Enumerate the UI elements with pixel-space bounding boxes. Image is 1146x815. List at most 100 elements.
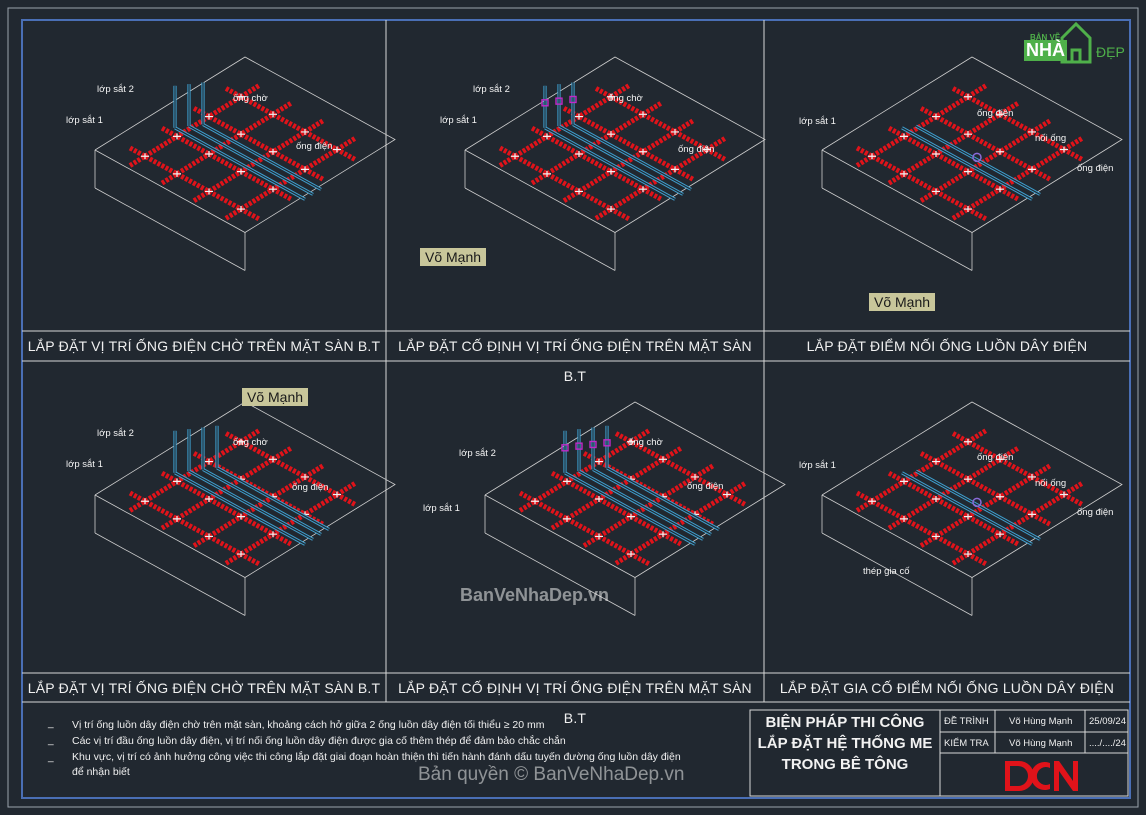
tie-wire xyxy=(1028,166,1036,173)
label-lop-sat-2: lớp sắt 2 xyxy=(459,448,496,459)
rebar-bar xyxy=(594,135,728,221)
fixing-clip xyxy=(575,442,583,450)
tie-wire xyxy=(173,478,181,485)
conduit-core xyxy=(202,123,322,190)
conduit-core xyxy=(558,125,684,195)
title-block-date: 25/09/24 xyxy=(1089,716,1126,727)
tie-wire xyxy=(333,146,341,153)
tie-wire xyxy=(563,478,571,485)
rebar-bar xyxy=(498,82,632,168)
tie-wire xyxy=(996,148,1004,155)
rebar-bar xyxy=(530,125,664,202)
tie-wire xyxy=(868,498,876,505)
rebar-bar xyxy=(562,106,696,183)
rebar-bar xyxy=(855,427,989,513)
tie-wire xyxy=(639,148,647,155)
tie-wire xyxy=(1060,491,1068,498)
slab-edge xyxy=(464,187,616,271)
tie-wire xyxy=(964,206,972,213)
tie-wire xyxy=(703,146,711,153)
tie-wire xyxy=(173,170,181,177)
tie-wire xyxy=(141,153,149,160)
rebar-bar xyxy=(887,470,1021,547)
rebar-bar xyxy=(919,106,1053,183)
brand-logo-side: ĐẸP xyxy=(1096,44,1125,60)
tie-wire xyxy=(639,111,647,118)
label-lop-sat-2: lớp sắt 2 xyxy=(473,84,510,95)
rebar-bar xyxy=(160,125,294,202)
tie-wire xyxy=(301,166,309,173)
tie-wire xyxy=(996,456,1004,463)
tie-wire xyxy=(575,188,583,195)
title-block-name: Võ Hùng Mạnh xyxy=(1009,716,1073,727)
tie-wire xyxy=(659,531,667,538)
tie-wire xyxy=(964,513,972,520)
conduit-core xyxy=(578,470,704,540)
label-lop-sat-2: lớp sắt 2 xyxy=(97,428,134,439)
rebar-bar xyxy=(550,445,684,531)
tie-wire xyxy=(964,476,972,483)
label-ong-cho: ống chờ xyxy=(233,93,268,104)
slab-outline xyxy=(821,56,1123,233)
conduit-core xyxy=(216,467,330,530)
tie-wire xyxy=(964,131,972,138)
tie-wire xyxy=(900,170,908,177)
pipe-joint xyxy=(972,152,982,163)
label-ong-dien: ống điện xyxy=(1077,507,1114,518)
label-lop-sat-1: lớp sắt 1 xyxy=(440,115,477,126)
panel-1-caption: LẮP ĐẶT VỊ TRÍ ỐNG ĐIỆN CHỜ TRÊN MẶT SÀN… xyxy=(27,338,381,354)
conduit-core xyxy=(202,468,322,535)
author-stamp: Võ Mạnh xyxy=(869,293,936,311)
conduit-core xyxy=(915,470,1041,540)
label-ong-cho: ống chờ xyxy=(608,93,643,104)
tie-wire xyxy=(607,206,615,213)
watermark-center: BanVeNhaDep.vn xyxy=(460,585,610,605)
note-line: Khu vực, vị trí có ảnh hưởng công việc t… xyxy=(72,751,681,763)
fixing-clip xyxy=(589,440,597,449)
watermark-copyright: Bản quyền © BanVeNhaDep.vn xyxy=(418,764,685,785)
fixing-clip xyxy=(561,444,569,452)
tie-wire xyxy=(575,113,583,120)
tie-wire xyxy=(531,498,539,505)
rebar-bar xyxy=(128,427,262,513)
tie-wire xyxy=(627,513,635,520)
rebar-bar xyxy=(919,463,1053,548)
rebar-bar xyxy=(224,480,358,566)
rebar-bar xyxy=(562,118,696,203)
tie-wire xyxy=(996,531,1004,538)
tie-wire xyxy=(205,188,213,195)
note-line: để nhận biết xyxy=(72,766,130,778)
rebar-bar xyxy=(855,82,989,168)
slab-outline xyxy=(464,56,766,233)
tie-wire xyxy=(595,533,603,540)
slab-edge xyxy=(821,532,973,616)
label-ong-dien: ống điện xyxy=(977,108,1014,119)
rebar-bar xyxy=(594,86,728,163)
fixing-clip xyxy=(569,95,577,104)
conduit-core xyxy=(544,127,676,200)
tie-wire xyxy=(691,473,699,480)
tie-wire xyxy=(996,493,1004,500)
rebar-bar xyxy=(614,431,748,508)
tie-wire xyxy=(301,128,309,135)
tie-wire xyxy=(205,151,213,158)
drawing-title-line-1: BIỆN PHÁP THI CÔNG xyxy=(765,714,925,731)
rebar-bar xyxy=(951,480,1085,566)
tie-wire xyxy=(900,133,908,140)
title-block-role: KIỂM TRA xyxy=(944,738,989,749)
rebar-bar xyxy=(614,480,748,566)
slab-edge xyxy=(484,532,636,616)
tie-wire xyxy=(595,496,603,503)
author-stamp: Võ Mạnh xyxy=(420,248,487,266)
tie-wire xyxy=(301,473,309,480)
tie-wire xyxy=(723,491,731,498)
tie-wire xyxy=(659,456,667,463)
tie-wire xyxy=(627,551,635,558)
label-lop-sat-1: lớp sắt 1 xyxy=(799,116,836,127)
rebar-bar xyxy=(951,431,1085,508)
tie-wire xyxy=(205,113,213,120)
conduit-core xyxy=(592,468,712,535)
rebar-bar xyxy=(498,145,632,222)
tie-wire xyxy=(627,438,635,445)
